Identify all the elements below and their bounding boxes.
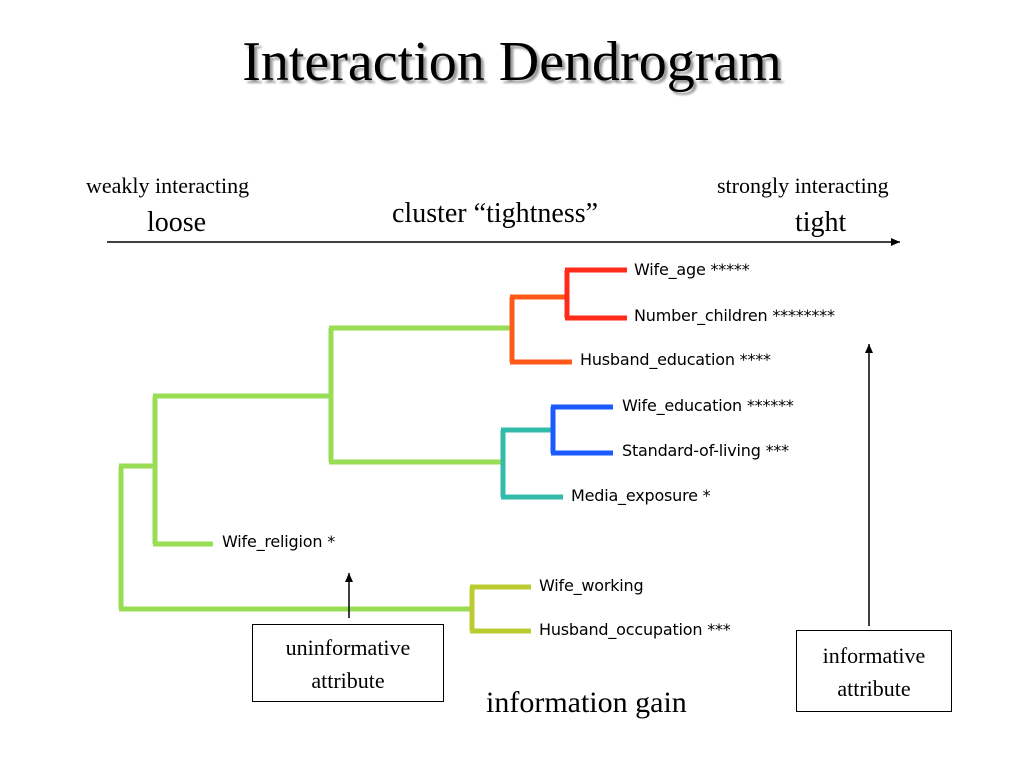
leaf-name: Husband_occupation xyxy=(539,620,703,639)
leaf-number-children: Number_children ******** xyxy=(634,306,835,325)
leaf-name: Standard-of-living xyxy=(622,441,761,460)
leaf-name: Husband_education xyxy=(580,350,735,369)
red-cluster-branch xyxy=(509,267,627,365)
blue-cluster-branch xyxy=(500,404,613,500)
leaf-wife-education: Wife_education ****** xyxy=(622,396,794,415)
loose-label: loose xyxy=(147,207,207,238)
upper-main-branch xyxy=(152,325,512,547)
uninformative-attribute-callout: uninformative attribute xyxy=(252,624,444,702)
callout-line: uninformative xyxy=(285,635,411,660)
callout-line: attribute xyxy=(837,676,911,701)
informative-attribute-callout: informative attribute xyxy=(796,630,952,712)
cluster-tightness-label: cluster “tightness” xyxy=(392,198,599,229)
callout-line: informative xyxy=(822,643,926,668)
leaf-name: Media_exposure xyxy=(571,486,698,505)
leaf-stars: ****** xyxy=(746,396,794,415)
information-gain-label: information gain xyxy=(486,686,687,719)
leaf-name: Wife_working xyxy=(539,576,644,595)
leaf-wife-religion: Wife_religion * xyxy=(222,532,335,551)
leaf-husband-occupation: Husband_occupation *** xyxy=(539,620,731,639)
leaf-stars: **** xyxy=(739,350,771,369)
leaf-standard-of-living: Standard-of-living *** xyxy=(622,441,789,460)
leaf-stars: *** xyxy=(707,620,731,639)
callout-line: attribute xyxy=(311,668,385,693)
strongly-interacting-label: strongly interacting xyxy=(717,173,889,198)
leaf-husband-education: Husband_education **** xyxy=(580,350,771,369)
root-branch xyxy=(118,463,472,612)
leaf-name: Wife_religion xyxy=(222,532,323,551)
leaf-stars: ***** xyxy=(710,260,750,279)
leaf-stars: *** xyxy=(765,441,790,460)
olive-cluster-branch xyxy=(469,584,531,634)
leaf-name: Wife_age xyxy=(634,260,706,279)
leaf-wife-working: Wife_working xyxy=(539,576,644,595)
leaf-stars: * xyxy=(327,532,335,551)
tight-label: tight xyxy=(795,207,847,238)
page-title: Interaction Dendrogram xyxy=(242,31,782,93)
leaf-stars: * xyxy=(702,486,711,505)
leaf-stars: ******** xyxy=(772,306,835,325)
leaf-media-exposure: Media_exposure * xyxy=(571,486,711,505)
leaf-name: Wife_education xyxy=(622,396,742,415)
weakly-interacting-label: weakly interacting xyxy=(86,173,250,198)
leaf-name: Number_children xyxy=(634,306,768,325)
leaf-wife-age: Wife_age ***** xyxy=(634,260,750,279)
